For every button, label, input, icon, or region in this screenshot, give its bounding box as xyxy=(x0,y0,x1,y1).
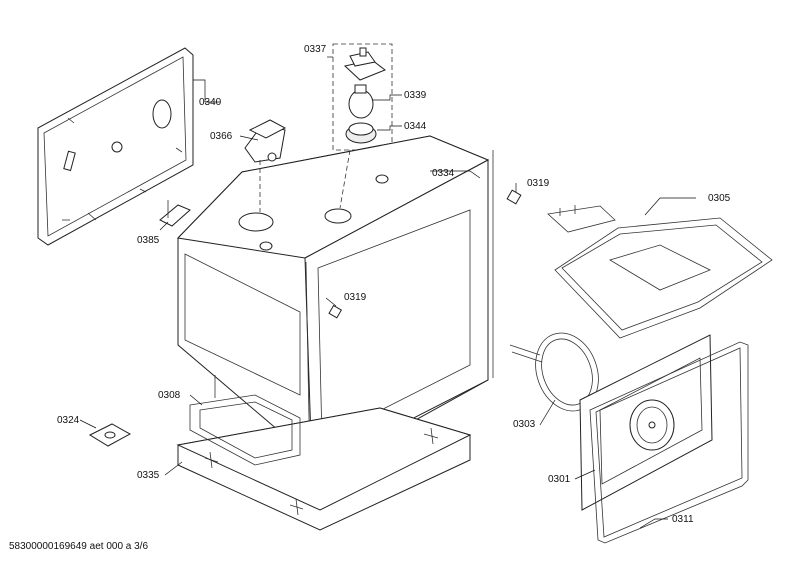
fan-cover-part[interactable] xyxy=(579,334,713,511)
callout-0305: 0305 xyxy=(708,193,731,204)
top-heater-part[interactable] xyxy=(547,205,773,339)
callout-0335: 0335 xyxy=(137,470,160,481)
rear-panel-part[interactable] xyxy=(37,47,194,246)
callout-0340: 0340 xyxy=(199,97,222,108)
callout-0308: 0308 xyxy=(158,390,181,401)
lamp-holder-part[interactable] xyxy=(343,47,387,81)
fastener-part-front[interactable] xyxy=(328,304,343,319)
leader-lines xyxy=(79,56,696,529)
callout-0344: 0344 xyxy=(404,121,427,132)
callout-0339: 0339 xyxy=(404,90,427,101)
bottom-plate-part[interactable] xyxy=(176,407,472,531)
oven-housing-part[interactable] xyxy=(176,135,494,471)
lamp-cover-part[interactable] xyxy=(345,122,377,144)
callout-0319-front: 0319 xyxy=(344,292,367,303)
callout-0303: 0303 xyxy=(513,419,536,430)
lamp-assembly xyxy=(332,43,393,151)
lamp-bulb-part[interactable] xyxy=(348,84,374,119)
plate-nut-part[interactable] xyxy=(88,423,132,447)
drawing-id-label: 58300000169649 aet 000 a 3/6 xyxy=(9,541,149,552)
callout-0337: 0337 xyxy=(304,44,327,55)
callout-0319-top: 0319 xyxy=(527,178,550,189)
fastener-part-top[interactable] xyxy=(506,189,522,205)
callout-0385: 0385 xyxy=(137,235,160,246)
bottom-heater-part[interactable] xyxy=(189,375,301,466)
callout-0334: 0334 xyxy=(432,168,455,179)
door-seal-part[interactable] xyxy=(589,341,749,544)
callout-0301: 0301 xyxy=(548,474,571,485)
bracket-part[interactable] xyxy=(159,200,191,227)
callout-0366: 0366 xyxy=(210,131,233,142)
callout-0324: 0324 xyxy=(57,415,80,426)
callout-0311: 0311 xyxy=(672,514,694,525)
thermostat-housing-part[interactable] xyxy=(244,119,287,163)
callout-labels: 0337 0340 0339 0344 0366 0334 0319 0305 … xyxy=(57,44,731,525)
